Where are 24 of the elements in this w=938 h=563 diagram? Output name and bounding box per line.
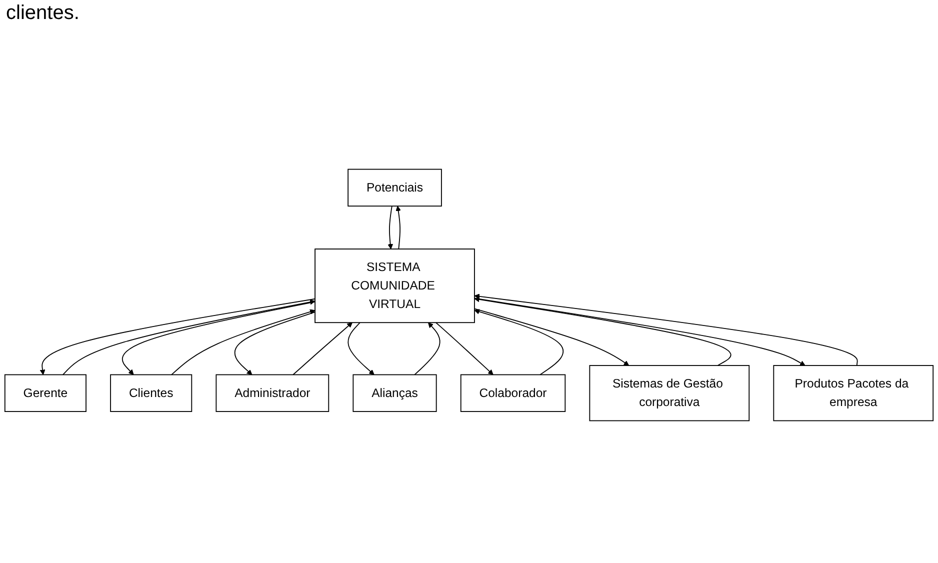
arrow bbox=[474, 296, 732, 366]
arrow bbox=[348, 322, 374, 375]
node-box: Administrador bbox=[216, 374, 330, 412]
arrow bbox=[414, 322, 440, 376]
node-box: Potenciais bbox=[348, 168, 442, 207]
arrow bbox=[122, 301, 316, 375]
arrow bbox=[474, 294, 858, 366]
arrow bbox=[171, 309, 316, 376]
arrow bbox=[474, 309, 564, 376]
arrow bbox=[234, 312, 316, 375]
arrow bbox=[436, 322, 494, 375]
node-box: Produtos Pacotes da empresa bbox=[773, 365, 934, 422]
arrow bbox=[396, 206, 401, 250]
node-box: Clientes bbox=[110, 374, 192, 412]
node-box: Alianças bbox=[352, 374, 437, 412]
node-box: Colaborador bbox=[460, 374, 566, 412]
arrow bbox=[292, 322, 352, 376]
arrow bbox=[388, 206, 394, 250]
node-box: Gerente bbox=[4, 374, 86, 412]
node-box: Sistemas de Gestão corporativa bbox=[589, 365, 750, 422]
note-text: clientes. bbox=[6, 2, 80, 25]
arrow bbox=[474, 308, 630, 366]
arrow bbox=[474, 298, 806, 366]
node-box: SISTEMA COMUNIDADE VIRTUAL bbox=[314, 248, 475, 324]
